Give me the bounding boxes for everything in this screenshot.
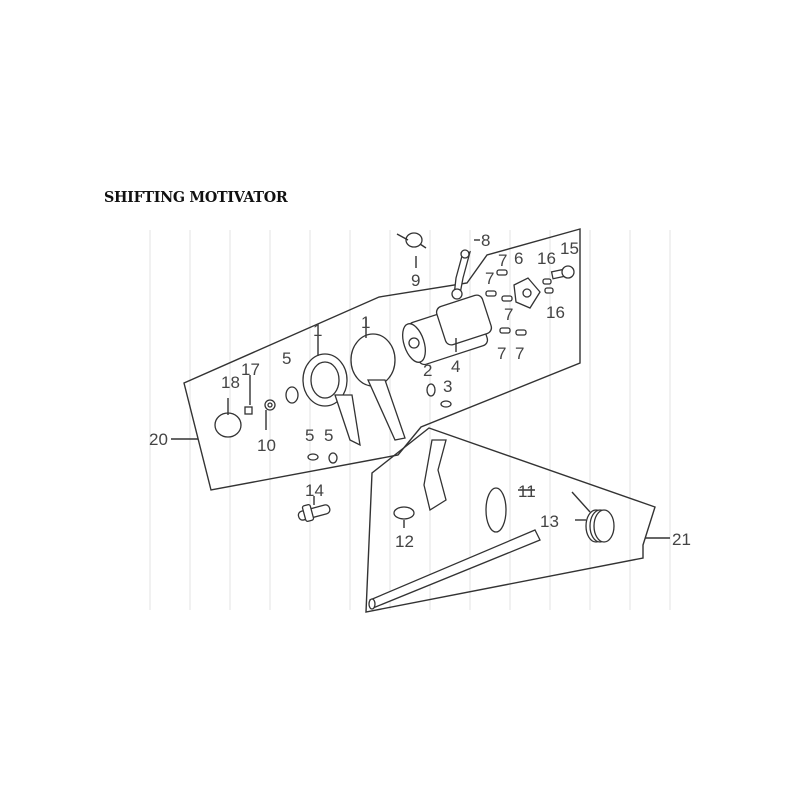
callout-9: 9 bbox=[411, 271, 420, 290]
background-texture bbox=[149, 230, 671, 610]
assembly-21-outline bbox=[365, 427, 656, 613]
callout-17: 17 bbox=[241, 360, 260, 379]
spring-9 bbox=[396, 232, 427, 249]
callout-8: 8 bbox=[481, 231, 490, 250]
pin-14 bbox=[297, 504, 331, 522]
shift-fork-1b bbox=[350, 333, 406, 441]
callout-labels: 1 1 2 3 4 5 5 5 6 7 7 7 7 7 8 9 10 11 12… bbox=[149, 231, 691, 551]
callout-20: 20 bbox=[149, 430, 168, 449]
shift-fork-1a bbox=[302, 353, 361, 447]
callout-3: 3 bbox=[443, 377, 452, 396]
shift-drum bbox=[402, 294, 493, 366]
callout-7: 7 bbox=[504, 305, 513, 324]
callout-1: 1 bbox=[361, 313, 370, 332]
callout-18: 18 bbox=[221, 373, 240, 392]
callout-5: 5 bbox=[282, 349, 291, 368]
callout-15: 15 bbox=[560, 239, 579, 258]
stopper-arm-8 bbox=[451, 249, 472, 300]
callout-5: 5 bbox=[324, 426, 333, 445]
cap-18 bbox=[214, 412, 242, 438]
drum-plate-6 bbox=[513, 277, 541, 309]
bolt-15 bbox=[550, 265, 575, 280]
callout-7: 7 bbox=[515, 344, 524, 363]
callout-16: 16 bbox=[537, 249, 556, 268]
small-parts bbox=[244, 383, 452, 464]
callout-11: 11 bbox=[518, 482, 536, 501]
callout-13: 13 bbox=[540, 512, 559, 531]
callout-10: 10 bbox=[257, 436, 276, 455]
callout-5: 5 bbox=[305, 426, 314, 445]
shift-shaft bbox=[368, 439, 541, 610]
assembly-20-outline bbox=[183, 228, 581, 491]
callout-2: 2 bbox=[423, 361, 432, 380]
diagram-title: SHIFTING MOTIVATOR bbox=[104, 188, 288, 206]
callout-21: 21 bbox=[672, 530, 691, 549]
callout-1: 1 bbox=[313, 321, 322, 340]
callout-4: 4 bbox=[451, 357, 460, 376]
callout-7: 7 bbox=[497, 344, 506, 363]
spring-13 bbox=[571, 491, 615, 543]
callout-14: 14 bbox=[305, 481, 324, 500]
callout-6: 6 bbox=[514, 249, 523, 268]
pins-7-16 bbox=[485, 269, 554, 336]
leader-lines bbox=[227, 239, 586, 528]
callout-7: 7 bbox=[498, 251, 507, 270]
callout-16: 16 bbox=[546, 303, 565, 322]
callout-12: 12 bbox=[395, 532, 414, 551]
clip-12 bbox=[393, 506, 415, 520]
callout-7: 7 bbox=[485, 269, 494, 288]
